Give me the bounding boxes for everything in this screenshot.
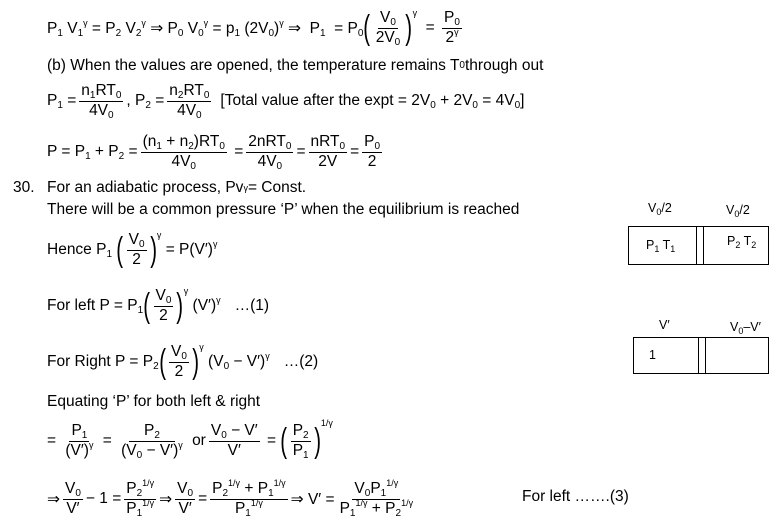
total-volume-note: [Total value after the expt = 2V0 + 2V0 … (220, 92, 525, 111)
eq-adiabatic-volume-halving: P1 V1γ = P2 V2γ ⇒ P0 V0γ = p1 (2V0)γ ⇒ P… (47, 8, 462, 48)
diagram1-cell-right: P2 T2 (727, 234, 757, 250)
diagram1-cell-left: P1 T1 (646, 238, 676, 254)
diagram1-label-right: V0/2 (726, 203, 750, 219)
diagram2-cell-left: 1 (649, 348, 656, 362)
equating-text: Equating ‘P’ for both left & right (47, 393, 261, 410)
for-left-eq3: For left …….(3) (522, 488, 629, 505)
diagram1-label-left: V0/2 (648, 201, 672, 217)
cylinder-box-equilibrium: 1 (633, 337, 769, 374)
left-paren: ( (363, 9, 371, 47)
q30-line2: There will be a common pressure ‘P’ when… (47, 201, 520, 218)
diagram2-label-left: V′ (659, 318, 670, 332)
cylinder-box-initial: P1 T1 P2 T2 (628, 226, 769, 265)
right-paren: ) (405, 9, 413, 47)
eq-equating: = P1(V′)γ = P2 (V0 − V′)γ or V0 − V′V′ =… (47, 418, 333, 461)
piston-divider (698, 338, 706, 373)
diagram2-label-right: V0–V′ (730, 320, 761, 336)
question-number: 30. (13, 179, 35, 196)
part-b-intro: (b) When the values are opened, the temp… (47, 57, 544, 74)
piston-divider (696, 227, 704, 264)
